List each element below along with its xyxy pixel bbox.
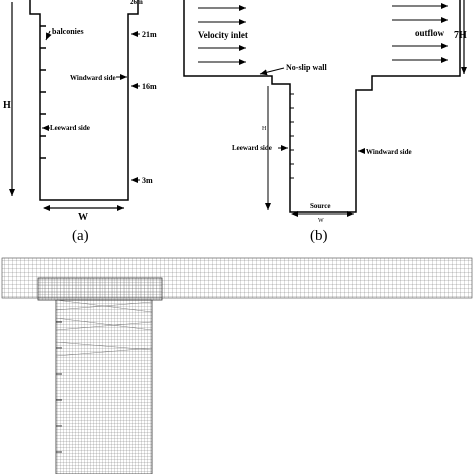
panel-a-height-marker-3m: 3m xyxy=(142,176,153,185)
panel-b-caption: (b) xyxy=(310,228,328,244)
panel-a-caption: (a) xyxy=(72,228,89,244)
panel-a-leeward-label: Leeward side xyxy=(50,124,90,132)
panel-b-no-slip-wall-label: No-slip wall xyxy=(286,63,327,72)
panel-b-balconies xyxy=(290,93,294,179)
panel-a-height-symbol: H xyxy=(3,100,11,111)
panel-b-leeward-label: Leeward side xyxy=(232,144,272,152)
panel-a-height-marker-16m: 16m xyxy=(142,82,157,91)
panel-a: H balconies 26m 21m 16m 3m Windward side… xyxy=(3,0,157,244)
panel-a-balconies-pointer xyxy=(45,30,52,41)
panel-b-width-symbol: W xyxy=(318,218,324,224)
panel-b-domain-height-label: 7H xyxy=(454,30,467,41)
panel-a-balconies xyxy=(40,25,46,159)
panel-a-width-symbol: W xyxy=(78,212,88,223)
panel-b-outflow-label: outflow xyxy=(415,28,445,38)
panel-a-height-marker-26m: 26m xyxy=(130,0,143,6)
mesh-refinement-lines xyxy=(55,299,153,357)
mesh-roof-block xyxy=(37,277,163,301)
panel-b-no-slip-wall-pointer xyxy=(259,67,285,76)
mesh-panel xyxy=(1,257,473,474)
panel-b-source-label: Source xyxy=(310,202,330,210)
panel-a-height-marker-21m: 21m xyxy=(142,30,157,39)
panel-a-balconies-label: balconies xyxy=(52,27,84,36)
panel-a-windward-label: Windward side xyxy=(70,74,116,82)
panel-b-windward-label: Windward side xyxy=(366,148,412,156)
panel-b-velocity-inlet-label: Velocity inlet xyxy=(198,30,248,40)
mesh-tower-block xyxy=(55,299,153,474)
panel-a-building-outline xyxy=(29,0,139,201)
mesh-balcony-marks xyxy=(56,321,62,453)
panel-b-outflow-arrows xyxy=(392,3,448,63)
panel-b: Velocity inlet outflow 7H No-slip wall H xyxy=(183,0,467,244)
panel-b-height-symbol: H xyxy=(262,126,267,132)
panel-b-inlet-arrows xyxy=(198,5,246,65)
